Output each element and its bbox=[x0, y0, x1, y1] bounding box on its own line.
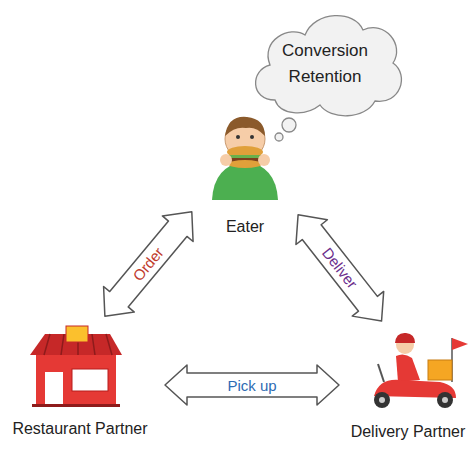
cloud-outline bbox=[256, 16, 402, 116]
delivery-icon bbox=[442, 397, 448, 403]
restaurant-icon bbox=[30, 326, 122, 407]
eater-figure bbox=[212, 117, 278, 200]
restaurant-icon bbox=[32, 404, 120, 407]
thought-bubble bbox=[275, 133, 283, 141]
thought-bubble bbox=[282, 118, 296, 132]
cloud-outline bbox=[245, 5, 405, 122]
delivery-icon bbox=[379, 397, 385, 403]
thought-cloud: ConversionRetention bbox=[245, 5, 405, 122]
delivery-node: Delivery Partner bbox=[344, 325, 472, 445]
node-label: Delivery Partner bbox=[351, 422, 466, 441]
eater-figure bbox=[236, 135, 240, 139]
eater-figure bbox=[250, 135, 254, 139]
delivery-icon bbox=[374, 392, 390, 408]
block-arrow bbox=[104, 212, 193, 316]
restaurant-icon bbox=[72, 369, 108, 391]
node-label: Eater bbox=[226, 217, 264, 236]
arrow-label: Pick up bbox=[224, 377, 279, 394]
eater-figure bbox=[258, 154, 270, 166]
thought-bubble bbox=[275, 118, 296, 141]
restaurant-icon bbox=[66, 326, 88, 342]
block-arrow bbox=[296, 215, 384, 321]
eater-node: Eater bbox=[195, 118, 295, 240]
node-label: Restaurant Partner bbox=[12, 419, 147, 438]
delivery-icon bbox=[396, 354, 420, 382]
restaurant-icon bbox=[36, 355, 116, 405]
delivery-icon bbox=[428, 360, 452, 380]
delivery-icon bbox=[395, 333, 415, 343]
eater-figure bbox=[225, 117, 265, 136]
eater-figure bbox=[227, 155, 263, 158]
eater-figure bbox=[227, 146, 263, 158]
block-arrow bbox=[165, 365, 339, 405]
cloud-text: Conversion bbox=[282, 38, 368, 64]
delivery-icon bbox=[374, 333, 468, 408]
delivery-icon bbox=[378, 364, 384, 382]
restaurant-icon bbox=[45, 372, 63, 405]
restaurant-node: Restaurant Partner bbox=[0, 320, 160, 442]
eater-figure bbox=[220, 154, 232, 166]
delivery-icon bbox=[437, 392, 453, 408]
delivery-icon bbox=[452, 338, 468, 350]
cloud-text: Retention bbox=[289, 64, 362, 90]
eater-figure bbox=[228, 160, 262, 168]
